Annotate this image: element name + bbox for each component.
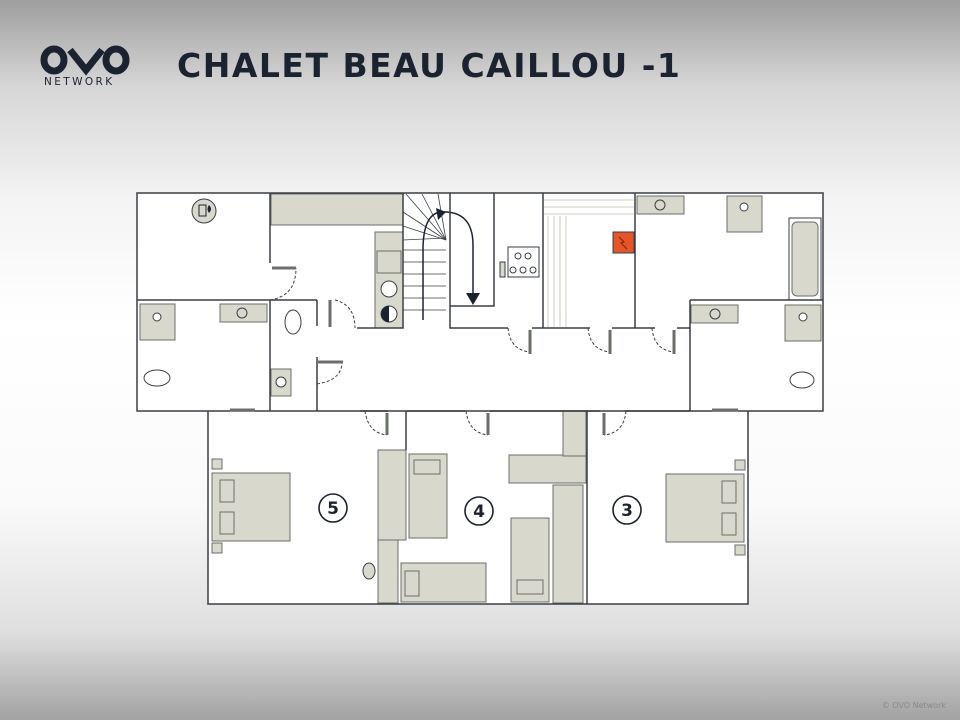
logo-text: NETWORK: [44, 76, 115, 88]
wardrobe: [377, 449, 407, 541]
bottle-icon: [499, 261, 506, 278]
toilet-icon: [789, 371, 815, 389]
toilet-icon: [284, 309, 302, 335]
ovo-logo: [40, 45, 130, 76]
room-label-4: 4: [464, 496, 494, 526]
svg-text:5: 5: [327, 499, 339, 519]
shower-tray: [139, 303, 176, 341]
shower-tray: [784, 304, 822, 342]
sauna-bench: [544, 199, 634, 327]
shower-tray: [726, 195, 763, 233]
arrow-down-icon: [466, 293, 480, 305]
sink: [376, 250, 402, 274]
room-label-3: 3: [612, 495, 642, 525]
wine-rack-icon: [507, 246, 540, 278]
doors: [230, 266, 738, 436]
washing-machine-icon: [380, 280, 398, 298]
desk: [377, 539, 399, 604]
room-label-5: 5: [318, 493, 348, 523]
page-title: CHALET BEAU CAILLOU -1: [177, 46, 682, 85]
kitchen-counter: [270, 193, 404, 226]
boiler-icon: [191, 198, 217, 224]
stair-arrow-up: [422, 211, 441, 320]
toilet-icon: [143, 369, 171, 387]
copyright: © OVO Network: [881, 701, 946, 710]
wardrobe: [552, 484, 584, 604]
chair-icon: [362, 562, 376, 580]
upper-floor-area: [137, 193, 823, 411]
wardrobe: [508, 454, 587, 484]
svg-text:4: 4: [473, 502, 485, 522]
svg-text:3: 3: [621, 501, 633, 521]
arrow-up-icon: [436, 208, 446, 220]
stair-arrow-down: [439, 211, 474, 295]
